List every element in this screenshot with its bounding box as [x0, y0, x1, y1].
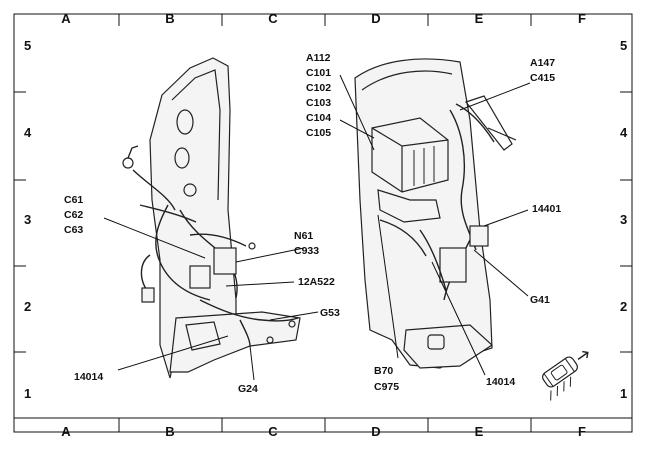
- label-g24: G24: [238, 383, 258, 395]
- leader-lines: [103, 74, 531, 381]
- label-c63: C63: [64, 224, 83, 236]
- row-label-left-2: 2: [24, 299, 31, 314]
- col-label-top-d: D: [371, 11, 380, 26]
- label-b70: B70: [374, 365, 393, 377]
- label-n61: N61: [294, 230, 313, 242]
- row-label-right-3: 3: [620, 212, 627, 227]
- label-c101: C101: [306, 67, 331, 79]
- right-panel-assembly: [354, 58, 517, 369]
- row-label-right-4: 4: [620, 125, 628, 140]
- col-label-bottom-d: D: [371, 424, 380, 439]
- label-g53: G53: [320, 307, 340, 319]
- label-c61: C61: [64, 194, 83, 206]
- col-label-bottom-c: C: [268, 424, 278, 439]
- col-label-top-f: F: [578, 11, 586, 26]
- row-label-left-4: 4: [24, 125, 32, 140]
- label-a112: A112: [306, 52, 331, 64]
- label-14014-left: 14014: [74, 371, 103, 383]
- label-12a522: 12A522: [298, 276, 335, 288]
- label-a147: A147: [530, 57, 555, 69]
- label-14014-right: 14014: [486, 376, 515, 388]
- column-ticks: [118, 14, 532, 432]
- label-c105: C105: [306, 127, 331, 139]
- col-label-bottom-a: A: [61, 424, 71, 439]
- left-pillar-assembly: [122, 57, 301, 379]
- label-c104: C104: [306, 112, 331, 124]
- label-c102: C102: [306, 82, 331, 94]
- vehicle-orientation-icon: [542, 350, 589, 401]
- col-label-bottom-b: B: [165, 424, 174, 439]
- col-label-top-b: B: [165, 11, 174, 26]
- row-label-right-1: 1: [620, 386, 627, 401]
- label-14401: 14401: [532, 203, 561, 215]
- row-ticks: [14, 91, 632, 353]
- label-c415: C415: [530, 72, 555, 84]
- label-c62: C62: [64, 209, 83, 221]
- label-c933: C933: [294, 245, 319, 257]
- row-label-left-5: 5: [24, 38, 31, 53]
- col-label-top-e: E: [475, 11, 484, 26]
- row-label-right-2: 2: [620, 299, 627, 314]
- col-label-top-a: A: [61, 11, 71, 26]
- col-label-top-c: C: [268, 11, 278, 26]
- col-label-bottom-f: F: [578, 424, 586, 439]
- label-c975: C975: [374, 381, 399, 393]
- label-g41: G41: [530, 294, 550, 306]
- col-label-bottom-e: E: [475, 424, 484, 439]
- row-label-left-1: 1: [24, 386, 31, 401]
- row-label-left-3: 3: [24, 212, 31, 227]
- row-label-right-5: 5: [620, 38, 627, 53]
- label-c103: C103: [306, 97, 331, 109]
